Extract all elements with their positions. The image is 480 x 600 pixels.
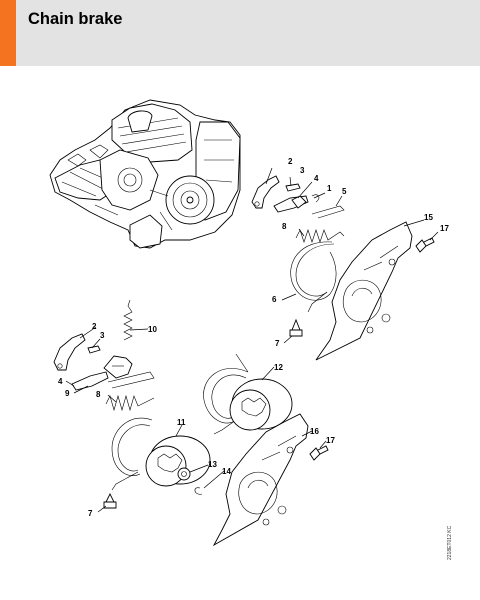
callout-4-lower: 4 <box>58 377 63 386</box>
callout-13: 13 <box>208 460 217 469</box>
callout-17-upper: 17 <box>440 224 449 233</box>
callout-11: 11 <box>177 418 186 427</box>
chainsaw-engine-illustration <box>49 99 241 249</box>
upper-brake-assembly <box>251 175 435 361</box>
callout-2-lower: 2 <box>92 322 97 331</box>
callout-17-lower: 17 <box>326 436 335 445</box>
callout-4-upper: 4 <box>314 174 319 183</box>
callout-15: 15 <box>424 213 433 222</box>
leader-lines <box>65 167 439 513</box>
callout-3-upper: 3 <box>300 166 305 175</box>
callout-labels: 2 3 4 1 5 8 15 17 6 7 2 3 10 4 9 8 12 11… <box>58 157 449 518</box>
lower-brake-assembly <box>53 299 211 509</box>
callout-7-lower: 7 <box>88 509 93 518</box>
callout-7-upper: 7 <box>275 339 280 348</box>
callout-3-lower: 3 <box>100 331 105 340</box>
page-title: Chain brake <box>28 10 123 28</box>
callout-2-upper: 2 <box>288 157 293 166</box>
callout-12: 12 <box>274 363 283 372</box>
callout-8-lower: 8 <box>96 390 101 399</box>
callout-14: 14 <box>222 467 231 476</box>
callout-9: 9 <box>65 389 70 398</box>
document-id: 2218ET012 KC <box>447 525 453 560</box>
callout-16: 16 <box>310 427 319 436</box>
middle-brake-assembly <box>203 353 329 547</box>
orange-accent-stripe <box>0 0 16 66</box>
header-bar <box>0 0 480 66</box>
callout-5-upper: 5 <box>342 187 347 196</box>
callout-6: 6 <box>272 295 277 304</box>
callout-1-upper: 1 <box>327 184 332 193</box>
callout-8-upper: 8 <box>282 222 287 231</box>
callout-10: 10 <box>148 325 157 334</box>
